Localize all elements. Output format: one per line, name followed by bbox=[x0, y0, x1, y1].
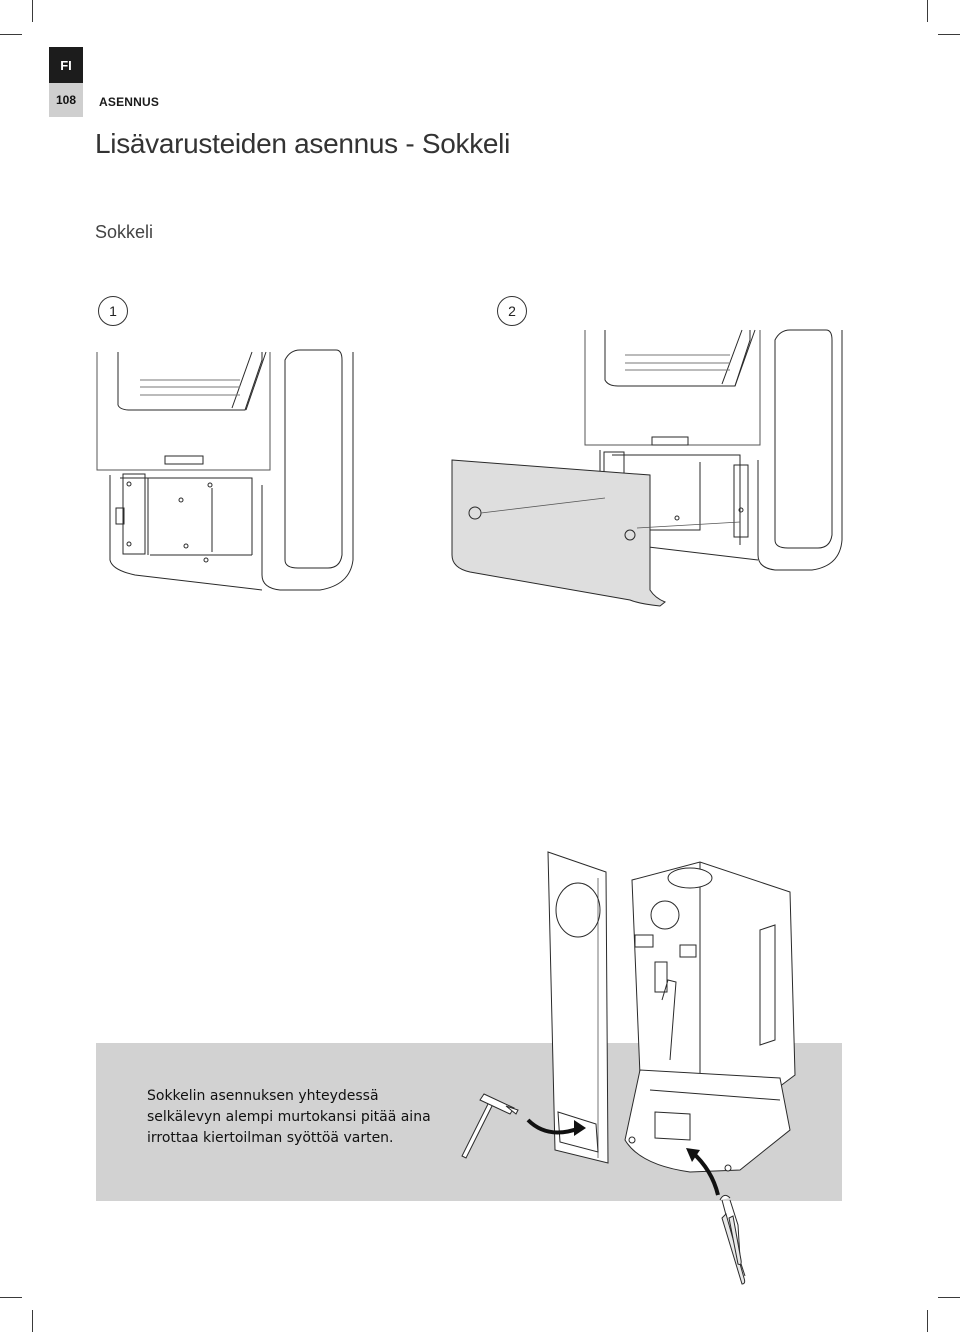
back-panel bbox=[547, 851, 609, 1164]
pliers-icon bbox=[719, 1194, 746, 1285]
crop-mark bbox=[927, 1310, 928, 1332]
step-number-1: 1 bbox=[98, 296, 128, 326]
language-badge: FI bbox=[49, 47, 83, 83]
crop-mark bbox=[0, 1297, 22, 1298]
note-line: Sokkelin asennuksen yhteydessä bbox=[147, 1088, 379, 1104]
plinth-panel bbox=[451, 459, 666, 607]
crop-mark bbox=[938, 1297, 960, 1298]
crop-mark bbox=[927, 0, 928, 22]
crop-mark bbox=[32, 0, 33, 22]
crop-mark bbox=[32, 1310, 33, 1332]
note-line: irrottaa kiertoilman syöttöä varten. bbox=[147, 1130, 394, 1146]
crop-mark bbox=[938, 34, 960, 35]
note-text: Sokkelin asennuksen yhteydessä selkälevy… bbox=[147, 1086, 431, 1149]
page-number: 108 bbox=[49, 83, 83, 117]
subtitle: Sokkeli bbox=[95, 222, 154, 242]
section-label: ASENNUS bbox=[99, 95, 160, 109]
crop-mark bbox=[0, 34, 22, 35]
step-number-2: 2 bbox=[497, 296, 527, 326]
hammer-icon bbox=[461, 1093, 519, 1159]
page-title: Lisävarusteiden asennus - Sokkeli bbox=[95, 128, 511, 159]
note-line: selkälevyn alempi murtokansi pitää aina bbox=[147, 1109, 431, 1125]
